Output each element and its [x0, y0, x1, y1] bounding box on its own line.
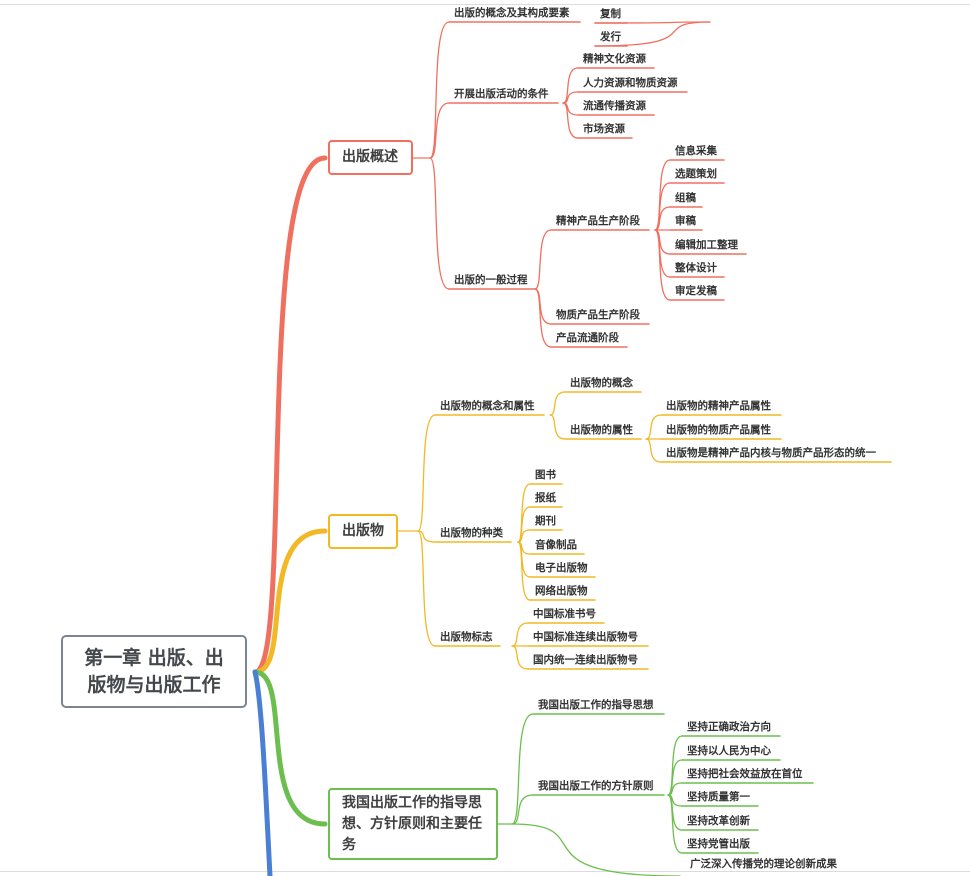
- leaf[interactable]: 发行: [600, 31, 621, 43]
- branch-connector-指导思想: [252, 669, 328, 827]
- leaf-connector: [594, 21, 711, 24]
- leaf-connector: [654, 206, 671, 231]
- leaf[interactable]: 图书: [535, 469, 556, 481]
- leaf[interactable]: 整体设计: [675, 262, 717, 274]
- leaf-connector: [517, 541, 531, 601]
- subtopic[interactable]: 精神产品生产阶段: [556, 215, 640, 227]
- leaf-connector: [645, 438, 662, 463]
- branch-connector-出版物: [252, 528, 328, 675]
- leaf-connector: [645, 414, 662, 440]
- leaf[interactable]: 复制: [600, 8, 621, 20]
- subtopic[interactable]: 产品流通阶段: [556, 332, 619, 344]
- subtopic-connector: [429, 102, 450, 159]
- leaf-connector: [654, 182, 671, 231]
- leaf[interactable]: 出版物的精神产品属性: [666, 400, 771, 412]
- subtopic[interactable]: 我国出版工作的方针原则: [538, 780, 654, 792]
- subtopic[interactable]: 物质产品生产阶段: [556, 309, 640, 321]
- subtopic-connector: [549, 414, 566, 440]
- leaf-connector: [511, 622, 529, 647]
- leaf[interactable]: 期刊: [535, 515, 556, 527]
- subtopic[interactable]: 我国出版工作的指导思想: [538, 699, 654, 711]
- leaf[interactable]: 出版物的物质产品属性: [666, 424, 771, 436]
- subtopic[interactable]: 开展出版活动的条件: [454, 88, 549, 100]
- branch-connector-next: [252, 669, 273, 876]
- leaf[interactable]: 中国标准连续出版物号: [533, 631, 638, 643]
- subtopic-connector: [429, 21, 450, 159]
- subtopic-connector: [417, 414, 436, 532]
- main-topic-2[interactable]: 我国出版工作的指导思想、方针原则和主要任务: [328, 788, 498, 860]
- leaf[interactable]: 坚持党管出版: [687, 838, 750, 850]
- leaf[interactable]: 人力资源和物质资源: [583, 77, 678, 89]
- leaf[interactable]: 坚持改革创新: [687, 815, 750, 827]
- subtopic-connector: [417, 530, 436, 647]
- leaf[interactable]: 国内统一连续出版物号: [533, 654, 638, 666]
- leaf[interactable]: 音像制品: [535, 539, 577, 551]
- subtopic[interactable]: 出版的概念及其构成要素: [454, 7, 570, 19]
- subtopic-connector: [429, 157, 450, 290]
- leaf[interactable]: 报纸: [535, 492, 556, 504]
- subtopic-connector: [534, 288, 552, 325]
- bottom-border-line: [0, 871, 970, 872]
- leaf-connector: [667, 794, 683, 854]
- root-topic[interactable]: 第一章 出版、出版物与出版工作: [61, 635, 247, 708]
- leaf[interactable]: 市场资源: [583, 123, 625, 135]
- subtopic-connector: [534, 288, 552, 348]
- subtopic[interactable]: 出版物的概念和属性: [440, 400, 535, 412]
- leaf[interactable]: 流通传播资源: [583, 100, 646, 112]
- leaf[interactable]: 审稿: [675, 215, 696, 227]
- leaf-connector: [654, 229, 671, 301]
- leaf[interactable]: 坚持正确政治方向: [687, 721, 771, 733]
- leaf[interactable]: 中国标准书号: [533, 608, 596, 620]
- leaf[interactable]: 精神文化资源: [583, 53, 646, 65]
- subtopic[interactable]: 广泛深入传播党的理论创新成果: [690, 858, 837, 870]
- leaf-connector: [562, 102, 579, 139]
- leaf[interactable]: 编辑加工整理: [675, 239, 738, 251]
- leaf-connector: [511, 645, 529, 670]
- main-topic-1[interactable]: 出版物: [328, 514, 398, 549]
- subtopic-connector: [511, 794, 534, 825]
- subtopic-connector: [417, 530, 436, 543]
- main-topic-0[interactable]: 出版概述: [328, 140, 413, 175]
- subtopic[interactable]: 出版的一般过程: [454, 274, 528, 286]
- subtopic-connector: [511, 713, 534, 825]
- leaf[interactable]: 组稿: [675, 192, 696, 204]
- leaf[interactable]: 信息采集: [675, 145, 717, 157]
- leaf[interactable]: 坚持质量第一: [687, 791, 750, 803]
- subtopic[interactable]: 出版物的概念: [570, 377, 633, 389]
- subtopic[interactable]: 出版物的种类: [440, 527, 503, 539]
- leaf-connector: [594, 21, 711, 47]
- top-border-line: [0, 4, 970, 5]
- subtopic[interactable]: 出版物的属性: [570, 424, 633, 436]
- leaf[interactable]: 选题策划: [675, 168, 717, 180]
- leaf-connector: [654, 159, 671, 231]
- leaf-connector: [562, 67, 579, 104]
- subtopic[interactable]: 出版物标志: [440, 631, 493, 643]
- leaf[interactable]: 坚持以人民为中心: [687, 745, 771, 757]
- branch-connector-出版概述: [252, 155, 328, 675]
- subtopic-connector: [511, 823, 681, 876]
- leaf[interactable]: 电子出版物: [535, 562, 588, 574]
- subtopic-connector: [549, 391, 566, 416]
- leaf[interactable]: 网络出版物: [535, 585, 588, 597]
- leaf[interactable]: 审定发稿: [675, 285, 717, 297]
- leaf[interactable]: 出版物是精神产品内核与物质产品形态的统一: [666, 447, 876, 459]
- subtopic-connector: [534, 229, 552, 290]
- leaf[interactable]: 坚持把社会效益放在首位: [687, 768, 803, 780]
